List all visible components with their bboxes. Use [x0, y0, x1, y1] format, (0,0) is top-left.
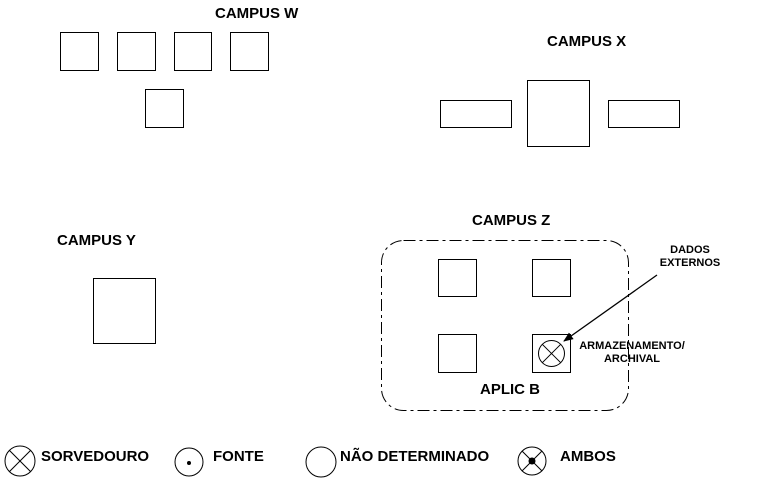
campus-w-building-2: [117, 32, 156, 71]
campus-z-building-1: [438, 259, 477, 297]
campus-w-label: CAMPUS W: [215, 5, 299, 22]
campus-w-building-3: [174, 32, 212, 71]
campus-x-building-center: [527, 80, 590, 147]
campus-z-building-3: [438, 334, 477, 373]
campus-x-label: CAMPUS X: [547, 33, 627, 50]
legend-sink-label: SORVEDOURO: [41, 448, 150, 465]
campus-y-label: CAMPUS Y: [57, 232, 136, 249]
campus-z-app-label: APLIC B: [480, 381, 540, 398]
legend-both-label: AMBOS: [560, 448, 616, 465]
storage-label: ARMAZENAMENTO/ ARCHIVAL: [573, 341, 691, 365]
campus-w-building-5: [145, 89, 184, 128]
campus-x-buildings: [440, 80, 680, 147]
legend-both-icon: [517, 446, 547, 476]
external-data-label: DADOS EXTERNOS: [655, 245, 725, 269]
storage-sink-icon: [538, 340, 565, 367]
campus-z-buildings: [438, 259, 571, 373]
campus-w-buildings: [60, 32, 269, 128]
storage-label-line-2: ARCHIVAL: [603, 353, 660, 365]
campus-z-label: CAMPUS Z: [472, 212, 551, 229]
storage-building: [532, 334, 571, 373]
legend-undetermined-icon: [305, 446, 337, 478]
storage-label-line-1: ARMAZENAMENTO/: [579, 340, 685, 352]
campus-w-building-4: [230, 32, 269, 71]
legend-source-icon: [174, 447, 204, 477]
campus-x-building-left: [440, 100, 512, 128]
campus-y-building: [93, 278, 156, 344]
campus-w-building-1: [60, 32, 99, 71]
external-data-label-line-2: EXTERNOS: [659, 257, 721, 269]
legend-source-label: FONTE: [213, 448, 264, 465]
legend-undetermined-label: NÃO DETERMINADO: [340, 448, 490, 465]
campus-z-building-2: [532, 259, 571, 297]
campus-z-boundary: [381, 240, 629, 411]
campus-x-building-right: [608, 100, 680, 128]
external-data-arrow: [563, 274, 658, 342]
external-data-label-line-1: DADOS: [670, 244, 710, 256]
legend-sink-icon: [4, 445, 36, 477]
